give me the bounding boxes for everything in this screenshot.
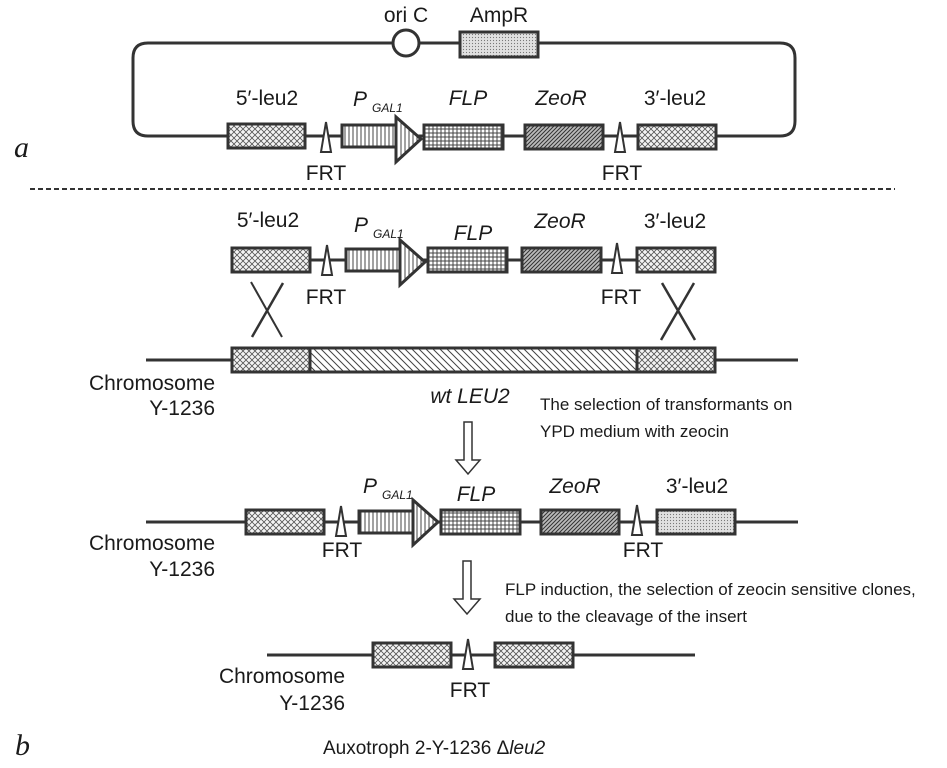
- flp-label: FLP: [457, 483, 496, 506]
- leu2-5prime-fragment: [371, 641, 453, 669]
- flp-gene: [422, 123, 505, 151]
- arrow-down-icon: [454, 421, 482, 476]
- flp-gene: [426, 246, 509, 274]
- flp-label: FLP: [454, 222, 493, 245]
- zeor-label: ZeoR: [548, 475, 600, 498]
- ampr-label: AmpR: [470, 4, 528, 27]
- pgal1-arrowhead: [411, 496, 441, 549]
- ampr-gene: [458, 30, 540, 59]
- frt-site-left: [320, 244, 334, 276]
- frt-site-right: [613, 121, 627, 153]
- result-strain-label: Auxotroph 2-Y-1236 Δleu2: [323, 738, 546, 759]
- zeor-gene: [539, 508, 621, 536]
- leu2-3prime-label: 3′-leu2: [644, 87, 706, 110]
- leu2-3prime-region: [635, 346, 717, 374]
- pgal1-arrowhead: [398, 236, 428, 289]
- chromosome-final: FRT Chromosome Y-1236: [219, 638, 695, 715]
- chromosome-label-line1: Chromosome: [219, 665, 345, 688]
- frt-label: FRT: [450, 679, 491, 702]
- plasmid-backbone-left: [131, 41, 400, 138]
- leu2-5prime-label: 5′-leu2: [236, 87, 298, 110]
- frt-label-left: FRT: [306, 286, 347, 309]
- leu2-3prime-fragment: [655, 508, 737, 536]
- ori-c-origin: [391, 28, 421, 58]
- frt-label-left: FRT: [322, 539, 363, 562]
- frt-site-left: [334, 505, 348, 537]
- pgal1-promoter: [344, 247, 404, 273]
- chromosome-label-line2: Y-1236: [149, 558, 215, 581]
- zeor-gene: [523, 123, 605, 151]
- crossover-right: [659, 282, 697, 341]
- step2-note-line1: FLP induction, the selection of zeocin s…: [505, 580, 916, 599]
- crossover-left: [250, 281, 285, 338]
- chromosome-label-line2: Y-1236: [149, 397, 215, 420]
- ori-c-label: ori C: [384, 4, 428, 27]
- leu2-3prime-fragment: [493, 641, 575, 669]
- pgal1-arrowhead: [394, 113, 424, 166]
- frt-label-right: FRT: [623, 539, 664, 562]
- chromosome-label-line2: Y-1236: [279, 692, 345, 715]
- panel-b-label: b: [15, 729, 30, 762]
- panel-a-label: a: [14, 131, 29, 164]
- leu2-3prime-label: 3′-leu2: [644, 210, 706, 233]
- step1-note-line1: The selection of transformants on: [540, 395, 792, 414]
- arrow-down-icon: [452, 560, 482, 616]
- frt-label-right: FRT: [602, 162, 643, 185]
- frt-site: [461, 638, 475, 670]
- leu2-5prime-fragment: [226, 122, 307, 150]
- flp-gene: [439, 508, 522, 536]
- step2-annotation: FLP induction, the selection of zeocin s…: [505, 580, 916, 626]
- chromosome-wt: Chromosome Y-1236 wt LEU2: [89, 346, 798, 420]
- wt-leu2-gene: [308, 346, 639, 374]
- zeor-label: ZeoR: [534, 87, 586, 110]
- zeor-gene: [520, 246, 603, 274]
- leu2-5prime-fragment: [244, 508, 326, 536]
- pgal1-promoter: [357, 509, 417, 535]
- plasmid-backbone-right: [538, 41, 797, 138]
- leu2-5prime-fragment: [230, 246, 312, 274]
- frt-site-right: [610, 242, 624, 274]
- leu2-3prime-label: 3′-leu2: [666, 475, 728, 498]
- frt-label-right: FRT: [601, 286, 642, 309]
- leu2-3prime-fragment: [636, 123, 718, 151]
- frt-label-left: FRT: [306, 162, 347, 185]
- chromosome-label-line1: Chromosome: [89, 372, 215, 395]
- frt-site-right: [630, 504, 644, 536]
- flp-label: FLP: [449, 87, 488, 110]
- step2-note-line2: due to the cleavage of the insert: [505, 607, 747, 626]
- frt-site-left: [319, 121, 333, 153]
- step1-note-line2: YPD medium with zeocin: [540, 422, 729, 441]
- wt-leu2-label: wt LEU2: [430, 385, 510, 408]
- leu2-3prime-fragment: [635, 246, 717, 274]
- pgal1-promoter: [340, 123, 400, 149]
- step1-annotation: The selection of transformants on YPD me…: [540, 395, 792, 441]
- leu2-5prime-region: [230, 346, 312, 374]
- chromosome-label-line1: Chromosome: [89, 532, 215, 555]
- leu2-5prime-label: 5′-leu2: [237, 209, 299, 232]
- zeor-label: ZeoR: [533, 210, 585, 233]
